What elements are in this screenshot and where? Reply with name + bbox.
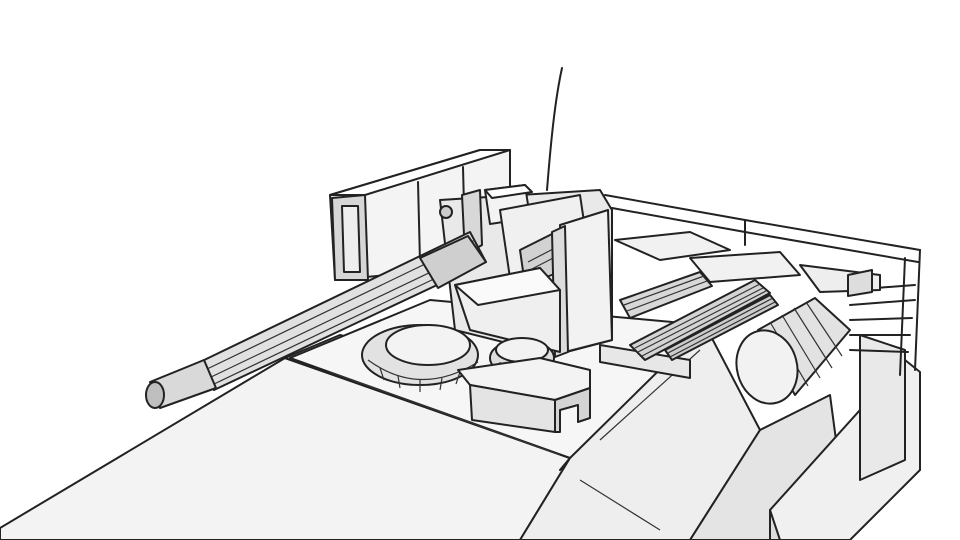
side-armor-plates [689,334,921,540]
gun-cradle [454,267,561,353]
cheek-block [551,209,613,358]
commander-hatch [361,324,479,392]
antenna [546,67,563,191]
bustle-rollers [619,271,779,361]
cannon-barrel [145,231,487,409]
sight-housing [457,357,591,433]
lugs [439,205,453,219]
bustle-rack [604,194,921,376]
stowage-boxes [599,231,881,379]
stowage-canister [735,297,851,405]
